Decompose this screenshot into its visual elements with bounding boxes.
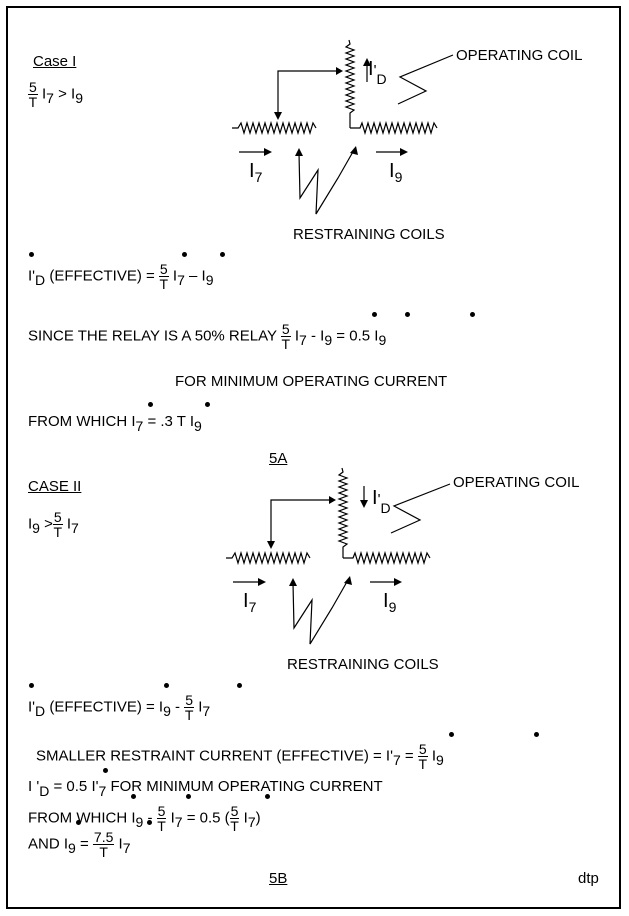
case2-heading: CASE II <box>28 478 82 495</box>
case1-eq3: FOR MINIMUM OPERATING CURRENT <box>175 373 448 390</box>
case1-restraining-coils-label: RESTRAINING COILS <box>293 226 445 243</box>
case2-restraining-coils-label: RESTRAINING COILS <box>287 656 439 673</box>
case1-eq4: FROM WHICH I7 = .3 T I9 <box>28 413 202 434</box>
case2-eq2: SMALLER RESTRAINT CURRENT (EFFECTIVE) = … <box>36 741 444 772</box>
case2-current-9-label: I9 <box>383 590 397 615</box>
case2-operating-coil-label: OPERATING COIL <box>453 474 580 491</box>
case1-current-7-label: I7 <box>249 160 263 185</box>
case1-heading: Case I <box>33 53 77 70</box>
figure-5a-label: 5A <box>269 450 288 467</box>
page-frame <box>6 6 621 909</box>
case1-restraining-coil-right <box>350 120 438 136</box>
case2-current-d-label: I'D <box>372 487 391 516</box>
case2-eq3: I 'D = 0.5 I'7 FOR MINIMUM OPERATING CUR… <box>28 778 383 799</box>
case2-operating-coil <box>337 467 349 558</box>
case2-restraining-coil-right <box>343 550 431 566</box>
case1-operating-coil <box>344 39 356 128</box>
figure-5b-label: 5B <box>269 870 288 887</box>
case1-current-d-label: I'D <box>368 58 387 87</box>
case2-current-7-label: I7 <box>243 590 257 615</box>
case1-operating-coil-label: OPERATING COIL <box>456 47 583 64</box>
case2-restraining-coil-left <box>226 550 311 566</box>
case1-current-9-label: I9 <box>389 160 403 185</box>
footer-initials: dtp <box>578 870 599 887</box>
case1-restraining-coil-left <box>232 120 317 136</box>
